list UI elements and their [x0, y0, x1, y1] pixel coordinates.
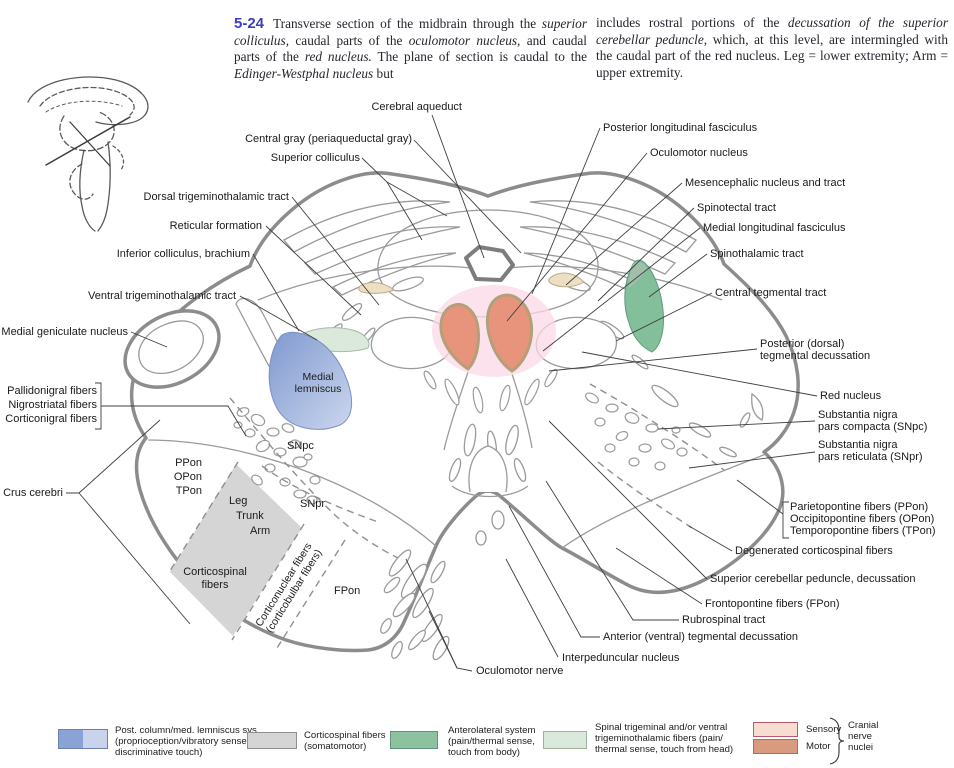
legend-swatch-sensory [753, 722, 798, 737]
label-medial-longitudinal-fasciculus: Medial longitudinal fasciculus [703, 222, 846, 234]
legend-swatch-spinal-trigeminal [543, 731, 587, 749]
medial-lemniscus-region [268, 331, 353, 430]
legend-swatch-motor [753, 739, 798, 754]
oculomotor-nucleus-left-shape [439, 303, 480, 371]
label-cerebral-aqueduct: Cerebral aqueduct [371, 101, 462, 113]
label-ppon-stack: PPon OPon TPon [173, 457, 202, 497]
legend-label-anterolateral: Anterolateral system (pain/thermal sense… [448, 725, 536, 758]
label-scp-decussation: Superior cerebellar peduncle, decussatio… [710, 573, 916, 585]
cerebral-aqueduct-shape [464, 245, 515, 282]
oculomotor-nucleus-right-shape [485, 293, 534, 373]
label-oculomotor-nerve: Oculomotor nerve [476, 665, 564, 677]
label-red-nucleus: Red nucleus [820, 390, 882, 402]
label-central-tegmental-tract: Central tegmental tract [715, 287, 827, 299]
label-superior-colliculus: Superior colliculus [270, 152, 360, 164]
oculomotor-rootlets [380, 549, 450, 661]
snpc-blobs [233, 392, 688, 505]
label-arm: Arm [250, 525, 271, 537]
label-degenerated-corticospinal-fibers: Degenerated corticospinal fibers [735, 545, 893, 557]
label-posterior-tegmental-decussation: Posterior (dorsal) tegmental decussation [760, 338, 871, 363]
orientation-inset [27, 76, 149, 232]
label-reticular-formation: Reticular formation [169, 220, 262, 232]
label-anterior-tegmental-decussation: Anterior (ventral) tegmental decussation [603, 631, 799, 643]
label-snpc: SNpc [287, 440, 314, 452]
red-nucleus-right [535, 316, 618, 370]
corticospinal-region [170, 464, 302, 636]
label-substantia-nigra-compacta: Substantia nigra pars compacta (SNpc) [818, 409, 928, 434]
label-rubrospinal-tract: Rubrospinal tract [682, 614, 766, 626]
label-oculomotor-nucleus: Oculomotor nucleus [650, 147, 748, 159]
label-medial-geniculate-nucleus: Medial geniculate nucleus [1, 326, 128, 338]
label-corticospinal-fibers: Corticospinal fibers [183, 566, 247, 591]
figure-caption-right: includes rostral portions of the decussa… [596, 15, 948, 80]
label-crus-cerebri: Crus cerebri [3, 487, 63, 499]
legend-label-medial-lemniscus: Post. column/med. lemniscus sys. (propri… [115, 725, 260, 758]
label-fpon: FPon [334, 585, 361, 597]
label-leg: Leg [229, 495, 248, 507]
legend-label-cranial-nerve-nuclei: Cranial nerve nuclei [848, 720, 879, 753]
label-dorsal-trigeminothalamic-tract: Dorsal trigeminothalamic tract [143, 191, 290, 203]
cranial-nuclei-bracket [829, 717, 845, 765]
interpeduncular-fossa [468, 445, 508, 493]
label-nigral-fibers: Pallidonigral fibers Nigrostriatal fiber… [5, 385, 97, 425]
periaqueductal-gray [377, 209, 599, 318]
label-spinotectal-tract: Spinotectal tract [697, 202, 776, 214]
label-interpeduncular-nucleus: Interpeduncular nucleus [562, 652, 680, 664]
label-frontopontine-fibers: Frontopontine fibers (FPon) [705, 598, 840, 610]
label-ventral-trigeminothalamic-tract: Ventral trigeminothalamic tract [88, 290, 236, 302]
label-medial-lemniscus: Medial lemniscus [294, 371, 342, 395]
legend-swatch-anterolateral [390, 731, 438, 749]
label-trunk: Trunk [236, 510, 264, 522]
label-substantia-nigra-reticulata: Substantia nigra pars reticulata (SNpr) [818, 439, 923, 464]
leader-lines [66, 114, 818, 672]
legend-swatch-corticospinal [247, 732, 297, 749]
label-mesencephalic-nucleus-and-tract: Mesencephalic nucleus and tract [685, 177, 846, 189]
label-inferior-colliculus-brachium: Inferior colliculus, brachium [116, 248, 250, 260]
legend-swatch-medial-lemniscus [58, 729, 108, 749]
label-snpr: SNpr [300, 498, 326, 510]
label-posterior-longitudinal-fasciculus: Posterior longitudinal fasciculus [603, 122, 758, 134]
label-central-gray: Central gray (periaqueductal gray) [245, 133, 412, 145]
medial-geniculate-shape [123, 309, 221, 389]
label-pontine-fibers: Parietopontine fibers (PPon) Occipitopon… [790, 501, 936, 538]
label-spinothalamic-tract: Spinothalamic tract [710, 248, 804, 260]
legend-label-sensory: Sensory [806, 724, 842, 735]
legend-label-motor: Motor [806, 741, 831, 752]
figure-number: 5-24 [234, 15, 265, 32]
legend-label-spinal-trigeminal: Spinal trigeminal and/or ventral trigemi… [595, 722, 734, 755]
legend-label-corticospinal: Corticospinal fibers (somatomotor) [304, 730, 386, 752]
